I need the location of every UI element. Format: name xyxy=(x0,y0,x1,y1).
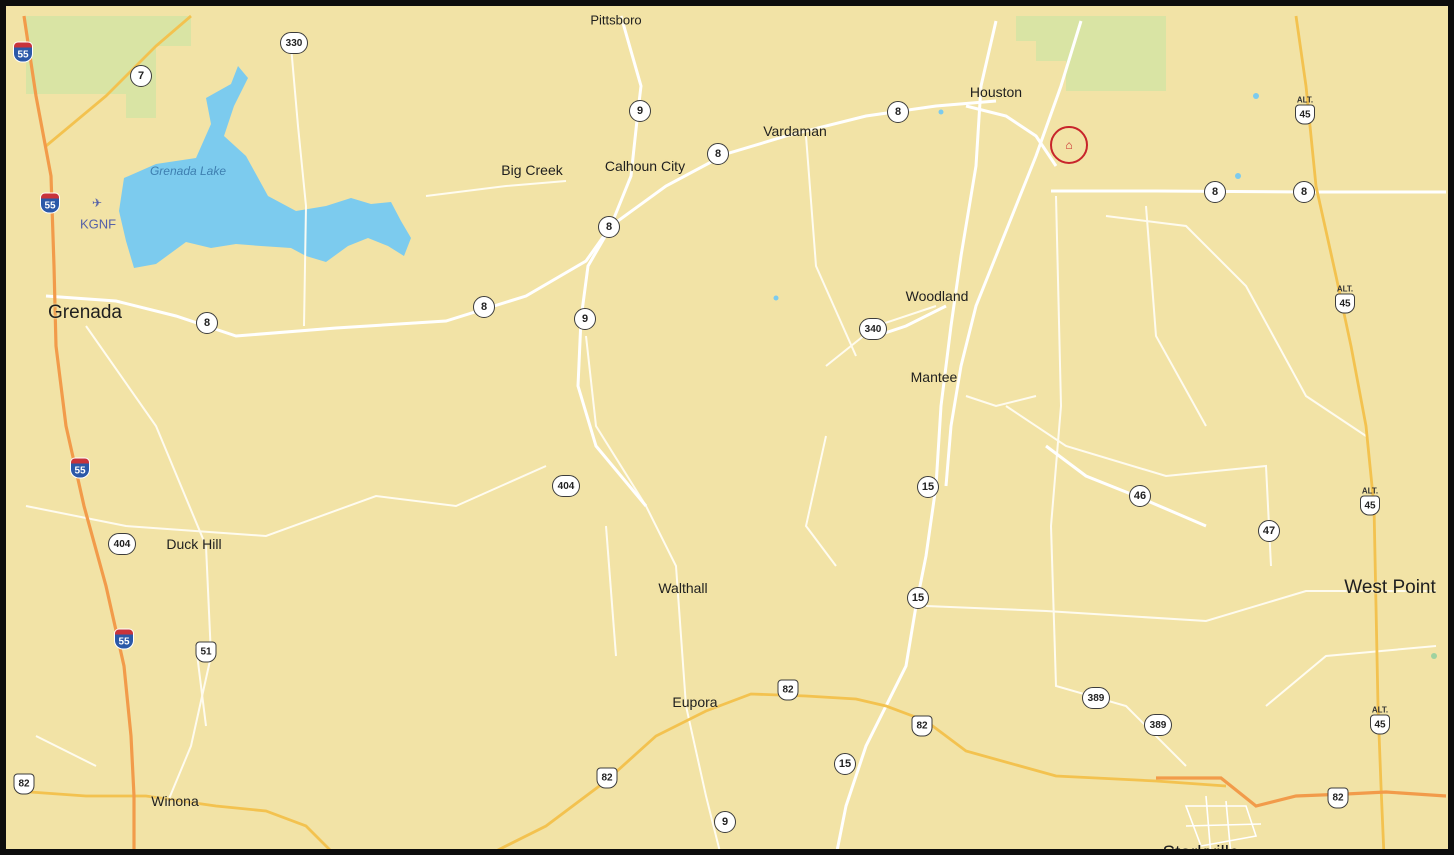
interstate-shield-i55: 55 xyxy=(13,41,33,63)
interstate-shield-i55: 55 xyxy=(40,192,60,214)
state-route-shield-15: 15 xyxy=(917,476,939,498)
state-route-shield-9: 9 xyxy=(574,308,596,330)
airport-label[interactable]: KGNF xyxy=(79,216,117,232)
place-label-woodland[interactable]: Woodland xyxy=(905,288,969,304)
state-route-shield-340: 340 xyxy=(859,318,887,340)
home-icon: ⌂ xyxy=(1065,138,1073,152)
forest-area-northwest xyxy=(26,16,191,118)
place-label-grenada[interactable]: Grenada xyxy=(48,302,122,323)
state-route-shield-47: 47 xyxy=(1258,520,1280,542)
state-route-shield-404: 404 xyxy=(108,533,136,555)
place-label-big-creek[interactable]: Big Creek xyxy=(501,162,563,178)
state-route-shield-8: 8 xyxy=(473,296,495,318)
place-label-west-point[interactable]: West Point xyxy=(1344,577,1436,598)
airplane-icon: ✈ xyxy=(91,196,103,210)
alt-us-route-shield-45: ALT.45 xyxy=(1335,285,1355,314)
interstate-shield-i55: 55 xyxy=(114,628,134,650)
alt-us-route-shield-45: ALT.45 xyxy=(1295,96,1315,125)
state-route-shield-9: 9 xyxy=(629,100,651,122)
state-route-shield-9: 9 xyxy=(714,811,736,833)
state-route-shield-8: 8 xyxy=(1204,181,1226,203)
state-route-shield-8: 8 xyxy=(196,312,218,334)
us-route-shield-82: 82 xyxy=(911,715,933,737)
interstate-highway xyxy=(22,15,1447,849)
location-marker[interactable]: ⌂ xyxy=(1050,126,1088,164)
place-label-duck-hill[interactable]: Duck Hill xyxy=(166,536,222,552)
state-route-shield-46: 46 xyxy=(1129,485,1151,507)
us-route-shield-82: 82 xyxy=(777,679,799,701)
water-label-grenada-lake: Grenada Lake xyxy=(149,164,227,178)
place-label-starkville[interactable]: Starkville xyxy=(1162,843,1240,855)
place-label-eupora[interactable]: Eupora xyxy=(672,694,718,710)
place-label-winona[interactable]: Winona xyxy=(151,793,199,809)
interstate-shield-i55: 55 xyxy=(70,457,90,479)
pond xyxy=(773,295,779,301)
alt-us-route-shield-45: ALT.45 xyxy=(1370,706,1390,735)
pond xyxy=(1431,653,1437,659)
us-route-shield-82: 82 xyxy=(596,767,618,789)
state-highways xyxy=(45,15,1446,849)
map-canvas[interactable] xyxy=(6,6,1454,855)
state-route-shield-389: 389 xyxy=(1144,714,1172,736)
state-route-shield-330: 330 xyxy=(280,32,308,54)
forest-area-northeast xyxy=(1016,16,1166,91)
state-route-shield-15: 15 xyxy=(907,587,929,609)
pond xyxy=(938,109,944,115)
state-route-shield-15: 15 xyxy=(834,753,856,775)
us-route-shield-82: 82 xyxy=(13,773,35,795)
place-label-houston[interactable]: Houston xyxy=(969,84,1023,100)
local-roads xyxy=(25,45,1437,849)
us-route-shield-51: 51 xyxy=(195,641,217,663)
state-route-shield-8: 8 xyxy=(1293,181,1315,203)
state-route-shield-404: 404 xyxy=(552,475,580,497)
state-route-shield-7: 7 xyxy=(130,65,152,87)
place-label-vardaman[interactable]: Vardaman xyxy=(763,123,827,139)
state-route-shield-389: 389 xyxy=(1082,687,1110,709)
pond xyxy=(1253,93,1259,99)
alt-us-route-shield-45: ALT.45 xyxy=(1360,487,1380,516)
state-route-shield-8: 8 xyxy=(887,101,909,123)
place-label-calhoun-city[interactable]: Calhoun City xyxy=(604,158,686,174)
grenada-lake xyxy=(119,66,411,268)
state-route-shield-8: 8 xyxy=(707,143,729,165)
pond xyxy=(1235,173,1241,179)
place-label-walthall[interactable]: Walthall xyxy=(658,580,708,596)
place-label-mantee[interactable]: Mantee xyxy=(910,369,958,385)
us-route-shield-82: 82 xyxy=(1327,787,1349,809)
starkville-urban-area xyxy=(1184,795,1262,849)
place-label-pittsboro[interactable]: Pittsboro xyxy=(590,12,642,28)
state-route-shield-8: 8 xyxy=(598,216,620,238)
